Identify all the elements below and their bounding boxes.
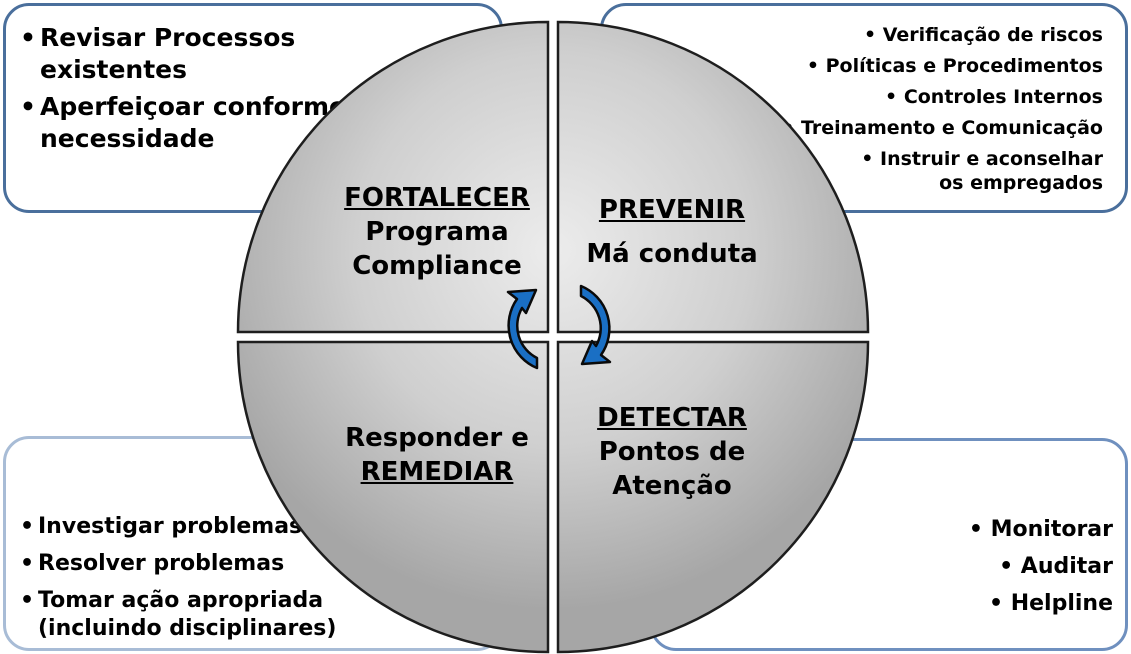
list-item: Controles Internos xyxy=(773,85,1103,109)
list-item: Revisar Processos existentes xyxy=(20,22,350,86)
list-item: Helpline xyxy=(813,590,1113,618)
prevent-label: PREVENIR Má conduta xyxy=(557,193,787,271)
list-item: Treinamento e Comunicação xyxy=(773,116,1103,140)
quadrant-strengthen xyxy=(236,20,550,334)
respond-title: REMEDIAR xyxy=(360,457,514,487)
curved-arrow-down-icon xyxy=(579,284,612,366)
list-item: Investigar problemas xyxy=(20,513,350,541)
list-item: Tomar ação apropriada (incluindo discipl… xyxy=(20,587,350,643)
detect-label: DETECTAR Pontos de Atenção xyxy=(557,401,787,503)
prevent-list: Verificação de riscos Políticas e Proced… xyxy=(773,23,1103,202)
respond-label: Responder e REMEDIAR xyxy=(322,421,552,489)
list-item: Instruir e aconselhar os empregados xyxy=(773,147,1103,195)
respond-line1: Responder e xyxy=(345,423,529,453)
curved-arrow-up-icon xyxy=(506,288,539,370)
quadrant-detect xyxy=(556,340,870,654)
strengthen-list: Revisar Processos existentes Aperfeiçoar… xyxy=(20,22,350,160)
list-item: Resolver problemas xyxy=(20,550,350,578)
prevent-title: PREVENIR xyxy=(598,195,746,225)
list-item: Aperfeiçoar conforme necessidade xyxy=(20,91,350,155)
list-item: Monitorar xyxy=(813,516,1113,544)
detect-list: Monitorar Auditar Helpline xyxy=(813,516,1113,627)
strengthen-label: FORTALECER Programa Compliance xyxy=(322,181,552,283)
detect-title: DETECTAR xyxy=(597,403,747,433)
quadrant-prevent xyxy=(556,20,870,334)
respond-list: Investigar problemas Resolver problemas … xyxy=(20,513,350,652)
list-item: Verificação de riscos xyxy=(773,23,1103,47)
list-item: Políticas e Procedimentos xyxy=(773,54,1103,78)
strengthen-title: FORTALECER xyxy=(344,183,530,213)
list-item: Auditar xyxy=(813,553,1113,581)
quadrant-respond xyxy=(236,340,550,654)
detect-subtitle: Pontos de Atenção xyxy=(598,437,746,501)
prevent-subtitle: Má conduta xyxy=(586,239,758,269)
strengthen-subtitle: Programa Compliance xyxy=(352,217,522,281)
